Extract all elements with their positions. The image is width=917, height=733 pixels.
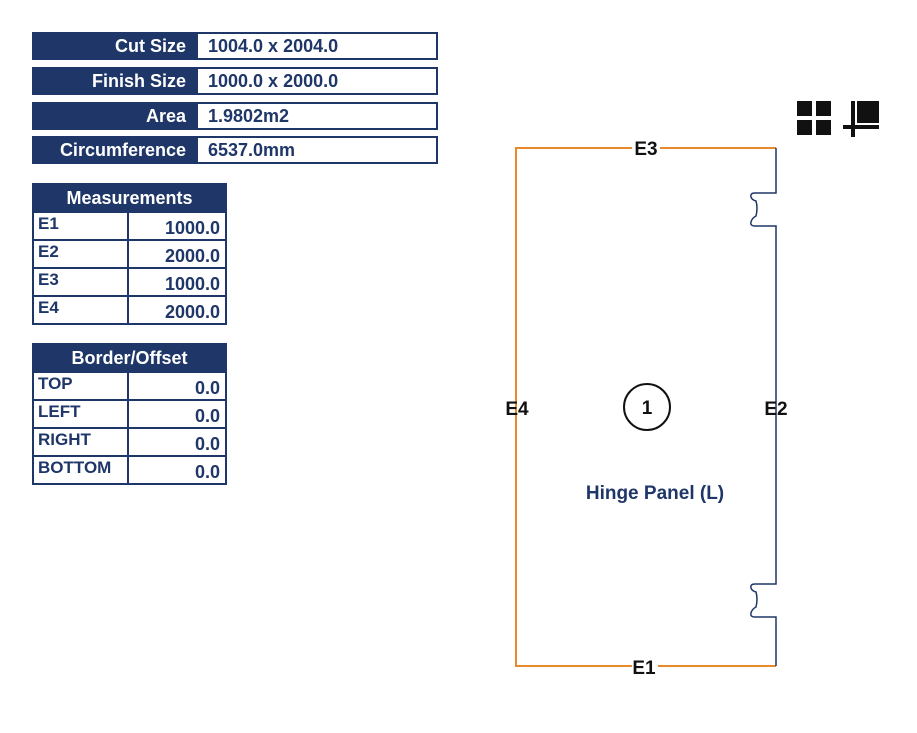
edge-label-left: E4 <box>505 399 529 420</box>
circumference-label: Circumference <box>32 136 198 164</box>
measurement-key: E4 <box>34 297 129 323</box>
measurement-key: E3 <box>34 269 129 295</box>
measurement-value: 1000.0 <box>164 274 220 294</box>
measurement-value: 2000.0 <box>164 302 220 322</box>
panel-number: 1 <box>642 398 653 419</box>
offset-key: TOP <box>34 373 129 399</box>
edge-label-bottom: E1 <box>632 658 656 679</box>
offset-value: 0.0 <box>194 406 220 426</box>
measurement-key: E2 <box>34 241 129 267</box>
area-value: 1.9802m2 <box>198 102 438 130</box>
border-offset-table: Border/Offset TOP 0.0 LEFT 0.0 RIGHT 0.0… <box>32 343 227 485</box>
finish-size-label: Finish Size <box>32 67 198 95</box>
offset-key: RIGHT <box>34 429 129 455</box>
hinge-edge <box>750 148 777 666</box>
table-row: RIGHT 0.0 <box>34 427 225 455</box>
grid-icon[interactable] <box>797 101 831 135</box>
area-label: Area <box>32 102 198 130</box>
circumference-row: Circumference 6537.0mm <box>32 136 438 164</box>
measurement-value: 2000.0 <box>164 246 220 266</box>
table-row: LEFT 0.0 <box>34 399 225 427</box>
table-row: TOP 0.0 <box>34 371 225 399</box>
measurement-value: 1000.0 <box>164 218 220 238</box>
table-row: E2 2000.0 <box>34 239 225 267</box>
measurements-table: Measurements E1 1000.0 E2 2000.0 E3 1000… <box>32 183 227 325</box>
finish-size-row: Finish Size 1000.0 x 2000.0 <box>32 67 438 95</box>
panel-name: Hinge Panel (L) <box>586 483 724 504</box>
table-row: E3 1000.0 <box>34 267 225 295</box>
finish-size-value: 1000.0 x 2000.0 <box>198 67 438 95</box>
area-row: Area 1.9802m2 <box>32 102 438 130</box>
edge-label-right: E2 <box>764 399 787 420</box>
cut-size-value: 1004.0 x 2004.0 <box>198 32 438 60</box>
panel-number-circle <box>623 383 671 431</box>
offset-value: 0.0 <box>194 462 220 482</box>
cut-size-row: Cut Size 1004.0 x 2004.0 <box>32 32 438 60</box>
table-row: E1 1000.0 <box>34 211 225 239</box>
offset-key: LEFT <box>34 401 129 427</box>
offset-value: 0.0 <box>194 378 220 398</box>
circumference-value: 6537.0mm <box>198 136 438 164</box>
border-offset-title: Border/Offset <box>34 345 225 371</box>
edge-label-top: E3 <box>634 139 657 160</box>
panel-outline <box>515 147 632 667</box>
offset-value: 0.0 <box>194 434 220 454</box>
corner-icon[interactable] <box>843 101 879 137</box>
offset-key: BOTTOM <box>34 457 129 483</box>
table-row: E4 2000.0 <box>34 295 225 323</box>
measurements-title: Measurements <box>34 185 225 211</box>
measurement-key: E1 <box>34 213 129 239</box>
cut-size-label: Cut Size <box>32 32 198 60</box>
table-row: BOTTOM 0.0 <box>34 455 225 483</box>
